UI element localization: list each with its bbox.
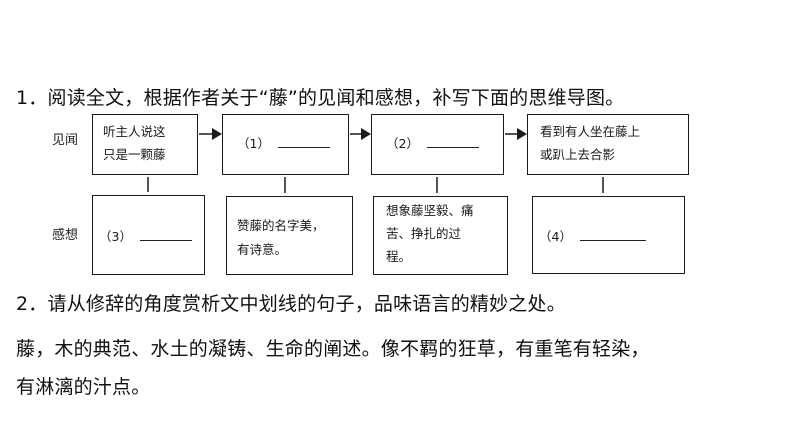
answer-line-2: 有淋漓的汁点。: [16, 376, 151, 398]
top-box-3-content: （2）: [386, 133, 479, 154]
bottom-box-3-line3: 程。: [386, 249, 412, 264]
top-box-4-line2: 或趴上去合影: [540, 147, 616, 162]
top-box-3: （2）: [371, 114, 504, 175]
bottom-box-2: 赞藤的名字美， 有诗意。: [226, 196, 353, 275]
bottom-box-1: （3）: [92, 195, 205, 275]
bottom-box-2-line1: 赞藤的名字美，: [237, 218, 325, 233]
blank-4-label: （4）: [539, 229, 572, 244]
blank-1-label: （1）: [237, 136, 270, 151]
top-box-4-line1: 看到有人坐在藤上: [540, 124, 641, 139]
answer-line-1: 藤，木的典范、水土的凝铸、生命的阐述。像不羁的狂草，有重笔有轻染，: [16, 338, 650, 360]
bottom-box-4-content: （4）: [539, 226, 646, 247]
arrowhead-icon: [212, 128, 222, 140]
bottom-box-1-content: （3）: [99, 226, 192, 247]
bottom-box-3-line1: 想象藤坚毅、痛: [386, 203, 474, 218]
row-label-jianwen: 见闻: [52, 133, 79, 148]
blank-line-1: [277, 137, 330, 148]
question-2-text: 2．请从修辞的角度赏析文中划线的句子，品味语言的精妙之处。: [16, 293, 566, 315]
top-box-1-line2: 只是一颗藤: [103, 147, 166, 162]
top-box-2: （1）: [222, 114, 349, 175]
bottom-box-3: 想象藤坚毅、痛 苦、挣扎的过 程。: [373, 196, 508, 275]
row-label-ganxiang: 感想: [52, 228, 79, 243]
arrowhead-icon: [361, 128, 371, 140]
top-box-4: 看到有人坐在藤上 或趴上去合影: [527, 114, 689, 175]
blank-3-label: （3）: [99, 229, 132, 244]
top-box-1-line1: 听主人说这: [103, 124, 166, 139]
bottom-box-4: （4）: [532, 196, 685, 274]
blank-line-3: [139, 230, 192, 241]
top-box-1: 听主人说这 只是一颗藤: [92, 114, 198, 175]
bottom-box-2-line2: 有诗意。: [237, 242, 288, 257]
question-1-text: 1．阅读全文，根据作者关于“藤”的见闻和感想，补写下面的思维导图。: [16, 87, 625, 109]
bottom-box-3-line2: 苦、挣扎的过: [386, 226, 462, 241]
blank-line-4: [579, 230, 646, 241]
blank-line-2: [426, 137, 479, 148]
arrowhead-icon: [517, 128, 527, 140]
top-box-2-content: （1）: [237, 133, 330, 154]
blank-2-label: （2）: [386, 136, 419, 151]
